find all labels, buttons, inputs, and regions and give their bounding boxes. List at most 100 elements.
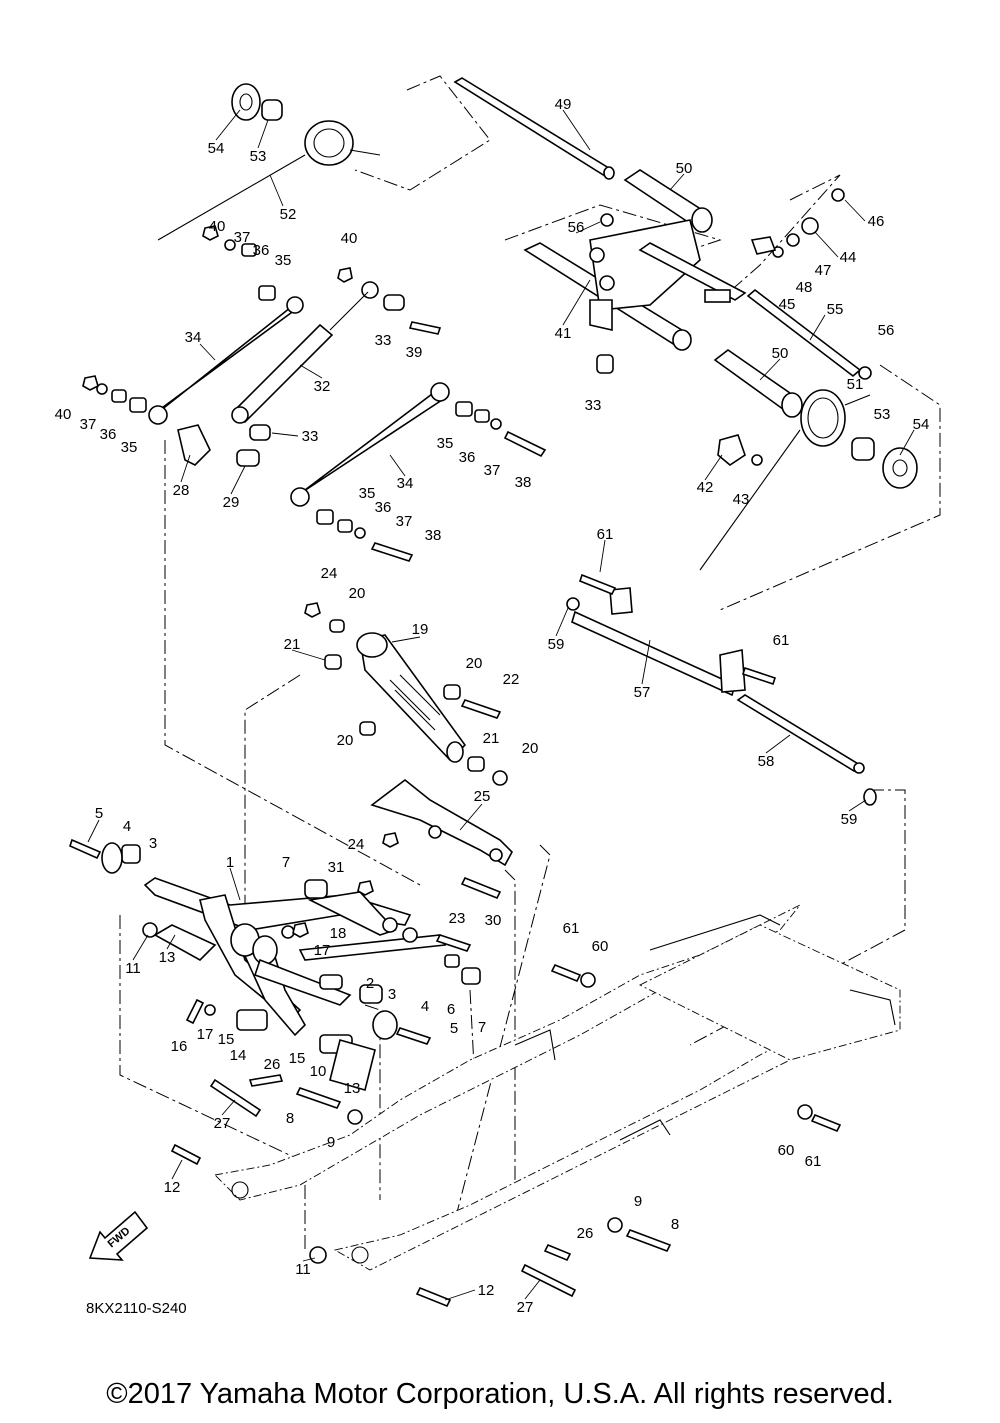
callout-20: 20 [522, 740, 539, 757]
callout-28: 28 [173, 482, 190, 499]
callout-4: 4 [123, 818, 131, 835]
callout-57: 57 [634, 684, 651, 701]
fwd-arrow-icon: FWD [88, 1210, 149, 1261]
callout-48: 48 [796, 279, 813, 296]
callout-4: 4 [421, 998, 429, 1015]
callout-60: 60 [778, 1142, 795, 1159]
callout-20: 20 [349, 585, 366, 602]
callout-38: 38 [515, 474, 532, 491]
callout-24: 24 [348, 836, 365, 853]
callout-13: 13 [159, 949, 176, 966]
callout-61: 61 [805, 1153, 822, 1170]
callout-40: 40 [341, 230, 358, 247]
callout-18: 18 [330, 925, 347, 942]
callout-56: 56 [568, 219, 585, 236]
callout-41: 41 [555, 325, 572, 342]
callout-45: 45 [779, 296, 796, 313]
callout-51: 51 [847, 376, 864, 393]
callout-35: 35 [121, 439, 138, 456]
callout-39: 39 [406, 344, 423, 361]
callout-36: 36 [375, 499, 392, 516]
callout-59: 59 [548, 636, 565, 653]
callout-33: 33 [375, 332, 392, 349]
callout-36: 36 [253, 242, 270, 259]
callout-8: 8 [671, 1216, 679, 1233]
callout-33: 33 [302, 428, 319, 445]
callout-61: 61 [773, 632, 790, 649]
callout-25: 25 [474, 788, 491, 805]
callout-46: 46 [868, 213, 885, 230]
callout-7: 7 [282, 854, 290, 871]
callout-10: 10 [310, 1063, 327, 1080]
callout-12: 12 [164, 1179, 181, 1196]
callout-11: 11 [125, 960, 141, 977]
callout-35: 35 [359, 485, 376, 502]
callout-27: 27 [517, 1299, 534, 1316]
callout-34: 34 [185, 329, 202, 346]
callout-58: 58 [758, 753, 775, 770]
callout-13: 13 [344, 1080, 361, 1097]
callout-21: 21 [284, 636, 301, 653]
leader-lines [87, 109, 915, 1301]
callout-5: 5 [450, 1020, 458, 1037]
callout-15: 15 [218, 1031, 235, 1048]
callout-55: 55 [827, 301, 844, 318]
callout-17: 17 [314, 942, 331, 959]
callout-52: 52 [280, 206, 297, 223]
callout-56: 56 [878, 322, 895, 339]
callout-54: 54 [913, 416, 930, 433]
callout-21: 21 [483, 730, 500, 747]
callout-29: 29 [223, 494, 240, 511]
callout-15: 15 [289, 1050, 306, 1067]
callout-31: 31 [328, 859, 345, 876]
track-frame-rails [214, 904, 901, 1271]
callout-35: 35 [275, 252, 292, 269]
callout-30: 30 [485, 912, 502, 929]
front-arm-assembly [69, 838, 842, 1308]
callout-5: 5 [95, 805, 103, 822]
callout-49: 49 [555, 96, 572, 113]
callout-22: 22 [503, 671, 520, 688]
callout-54: 54 [208, 140, 225, 157]
rear-arm-assembly [82, 77, 918, 571]
callout-50: 50 [676, 160, 693, 177]
callout-16: 16 [171, 1038, 188, 1055]
callout-9: 9 [634, 1193, 642, 1210]
callout-11: 11 [295, 1261, 311, 1278]
callout-1: 1 [226, 854, 234, 871]
callout-6: 6 [447, 1001, 455, 1018]
callout-3: 3 [388, 986, 396, 1003]
callout-26: 26 [577, 1225, 594, 1242]
callout-59: 59 [841, 811, 858, 828]
callout-7: 7 [478, 1019, 486, 1036]
shock-and-shaft-assembly [304, 573, 877, 900]
copyright-notice: ©2017 Yamaha Motor Corporation, U.S.A. A… [106, 1378, 894, 1410]
callout-53: 53 [874, 406, 891, 423]
callout-40: 40 [55, 406, 72, 423]
callout-37: 37 [484, 462, 501, 479]
callout-37: 37 [396, 513, 413, 530]
callout-38: 38 [425, 527, 442, 544]
callout-23: 23 [449, 910, 466, 927]
callout-53: 53 [250, 148, 267, 165]
callout-8: 8 [286, 1110, 294, 1127]
callout-44: 44 [840, 249, 857, 266]
callout-2: 2 [366, 975, 374, 992]
callout-37: 37 [80, 416, 97, 433]
callout-36: 36 [459, 449, 476, 466]
callout-43: 43 [733, 491, 750, 508]
drawing-code: 8KX2110-S240 [86, 1300, 187, 1317]
callout-27: 27 [214, 1115, 231, 1132]
callout-19: 19 [412, 621, 429, 638]
callout-47: 47 [815, 262, 832, 279]
callout-14: 14 [230, 1047, 247, 1064]
callout-33: 33 [585, 397, 602, 414]
callout-61: 61 [597, 526, 614, 543]
callout-37: 37 [234, 229, 251, 246]
callout-20: 20 [466, 655, 483, 672]
callout-3: 3 [149, 835, 157, 852]
callout-9: 9 [327, 1134, 335, 1151]
callout-26: 26 [264, 1056, 281, 1073]
